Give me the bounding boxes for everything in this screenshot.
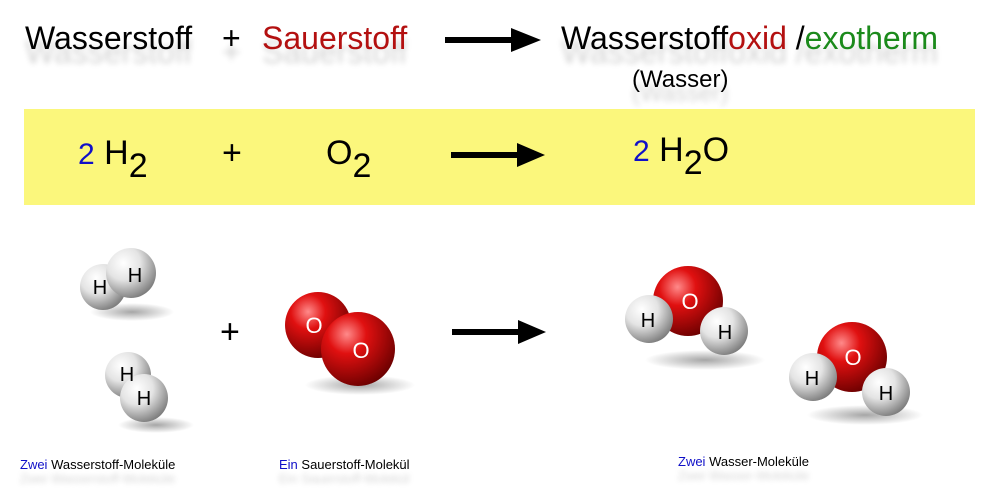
reaction-type-label: exotherm	[804, 20, 939, 56]
caption-hydrogen-text: Wasserstoff-Moleküle	[47, 457, 176, 472]
word-plus-sign: +	[222, 20, 241, 56]
caption-oxygen-count: Ein	[279, 457, 298, 472]
formula-water: 2 H2O	[633, 131, 730, 180]
caption-water-count: Zwei	[678, 454, 706, 469]
caption-water-text: Wasser-Moleküle	[705, 454, 809, 469]
formula-oxygen: O2	[326, 134, 371, 183]
caption-oxygen-molecule: Ein Sauerstoff-Molekül	[279, 457, 410, 472]
hydrogen-atom	[789, 353, 837, 401]
atom-label-h: H	[718, 322, 732, 344]
hydrogen-atom	[625, 295, 673, 343]
atom-label-h: H	[93, 277, 107, 299]
product-common-name: (Wasser)	[632, 66, 729, 93]
reactant-oxygen-word: Sauerstoff	[262, 20, 408, 56]
product-word: Wasserstoffoxid /exotherm	[561, 20, 938, 57]
molecule-reaction-arrow	[452, 320, 546, 344]
caption-oxygen-text: Sauerstoff-Molekül	[297, 457, 410, 472]
hydrogen-atom	[862, 368, 910, 416]
product-word-prefix: Wasserstoff	[561, 20, 729, 56]
formula-water-hydrogen: H	[659, 131, 684, 169]
atom-label-h: H	[128, 265, 142, 287]
product-word-suffix: oxid	[728, 20, 787, 56]
atom-label-h: H	[879, 383, 893, 405]
formula-water-subscript: 2	[683, 144, 703, 182]
formula-reaction-arrow	[451, 143, 545, 167]
atom-label-o: O	[352, 338, 369, 363]
hydrogen-molecule-2: H H	[105, 352, 194, 433]
formula-coefficient-hydrogen: 2	[78, 138, 95, 171]
water-molecule-2: O H H	[789, 322, 923, 425]
word-reaction-arrow	[445, 28, 541, 52]
atom-label-h: H	[805, 368, 819, 390]
atom-label-h: H	[137, 388, 151, 410]
hydrogen-atom	[700, 307, 748, 355]
molecule-plus-sign: +	[220, 313, 240, 351]
caption-hydrogen-molecules: Zwei Wasserstoff-Moleküle	[20, 457, 175, 472]
formula-plus-sign: +	[222, 134, 242, 172]
atom-label-o: O	[844, 345, 861, 370]
caption-hydrogen-count: Zwei	[20, 457, 48, 472]
atom-label-o: O	[681, 289, 698, 314]
atom-label-h: H	[120, 364, 134, 386]
hydrogen-atom	[120, 374, 168, 422]
hydrogen-atom	[106, 248, 156, 298]
reactant-hydrogen-word: Wasserstoff	[25, 20, 193, 56]
hydrogen-molecule-1: H H	[80, 248, 174, 321]
formula-hydrogen-symbol: H	[104, 134, 129, 172]
oxygen-atom	[321, 312, 395, 386]
formula-oxygen-subscript: 2	[352, 147, 372, 185]
oxygen-molecule: O O	[285, 292, 415, 395]
formula-oxygen-symbol: O	[326, 134, 353, 172]
formula-hydrogen: 2 H2	[78, 134, 148, 183]
formula-water-oxygen: O	[702, 131, 730, 169]
water-molecule-1: O H H	[625, 266, 765, 370]
formula-hydrogen-subscript: 2	[128, 147, 148, 185]
atom-label-o: O	[305, 313, 322, 338]
formula-coefficient-water: 2	[633, 135, 650, 168]
product-word-separator: /	[786, 20, 805, 56]
atom-label-h: H	[641, 310, 655, 332]
caption-water-molecules: Zwei Wasser-Moleküle	[678, 454, 809, 469]
